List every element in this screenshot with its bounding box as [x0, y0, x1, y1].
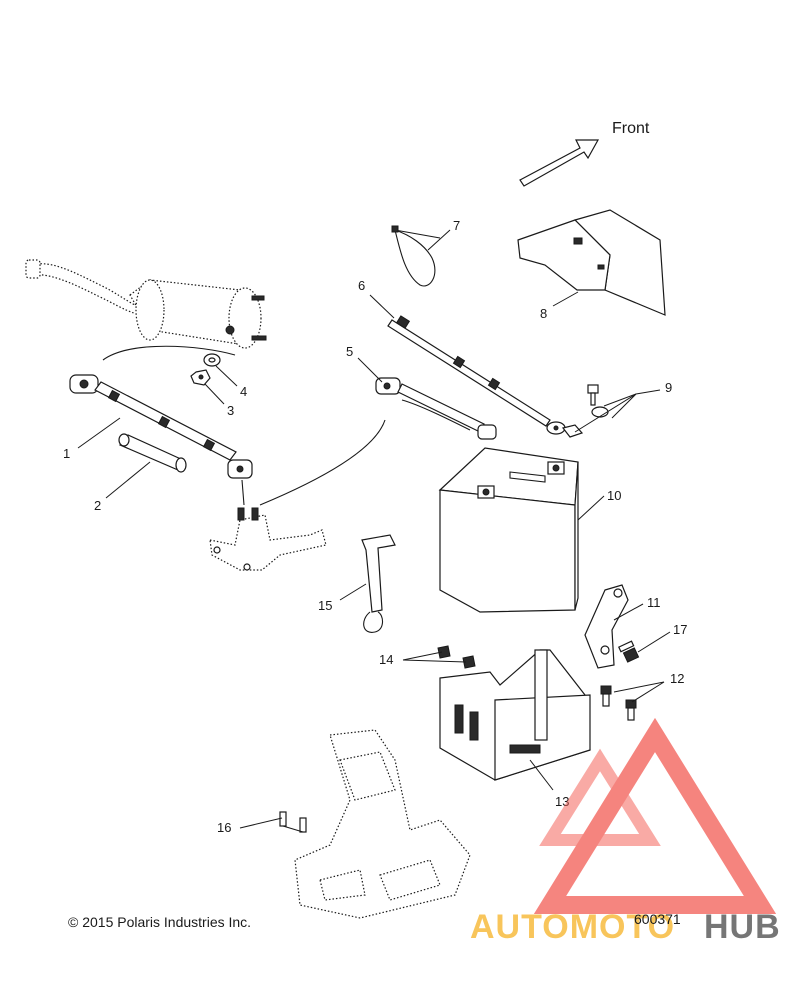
- part-5-cable: [375, 377, 497, 440]
- leader-lines: [77, 229, 671, 829]
- copyright-text: © 2015 Polaris Industries Inc.: [68, 914, 251, 930]
- callout-6: 6: [358, 278, 365, 293]
- watermark-text-part2: HUB: [704, 908, 781, 946]
- part-1-cable: [69, 345, 253, 479]
- part-7-cable-tie: [391, 225, 441, 287]
- callout-5: 5: [346, 344, 353, 359]
- part-16-pins: [279, 811, 307, 833]
- front-arrow: [519, 139, 600, 187]
- part-14-clips: [437, 645, 476, 669]
- callout-9: 9: [665, 380, 672, 395]
- callout-11: 11: [647, 595, 661, 610]
- callout-14: 14: [379, 652, 393, 667]
- callout-10: 10: [607, 488, 621, 503]
- callout-2: 2: [94, 498, 101, 513]
- part-11-bracket: [584, 584, 629, 669]
- callout-3: 3: [227, 403, 234, 418]
- callout-12: 12: [670, 671, 684, 686]
- part-17-bolt: [618, 640, 640, 663]
- starter-motor: [25, 259, 267, 349]
- part-9-hardware: [561, 384, 609, 438]
- callout-8: 8: [540, 306, 547, 321]
- skid-plate: [294, 729, 471, 919]
- document-number: 600371: [634, 911, 681, 927]
- part-15-strap: [361, 534, 396, 633]
- watermark-text-part1: AUTOMOTO: [470, 908, 675, 946]
- part-4-washer: [203, 353, 221, 367]
- part-13-battery-tray: [439, 649, 591, 781]
- watermark-logo: [533, 717, 777, 914]
- part-12-bolts: [600, 685, 637, 721]
- front-label: Front: [612, 120, 650, 137]
- part-3-nut: [190, 369, 211, 386]
- part-10-battery: [438, 447, 579, 613]
- callout-17: 17: [673, 622, 687, 637]
- part-8-battery-cover: [517, 209, 666, 316]
- callout-16: 16: [217, 820, 231, 835]
- callout-4: 4: [240, 384, 247, 399]
- callout-15: 15: [318, 598, 332, 613]
- callout-7: 7: [453, 218, 460, 233]
- part-2-sleeve: [118, 433, 187, 473]
- part-6-cable: [387, 315, 566, 435]
- callout-1: 1: [63, 446, 70, 461]
- starter-solenoid: [209, 419, 386, 571]
